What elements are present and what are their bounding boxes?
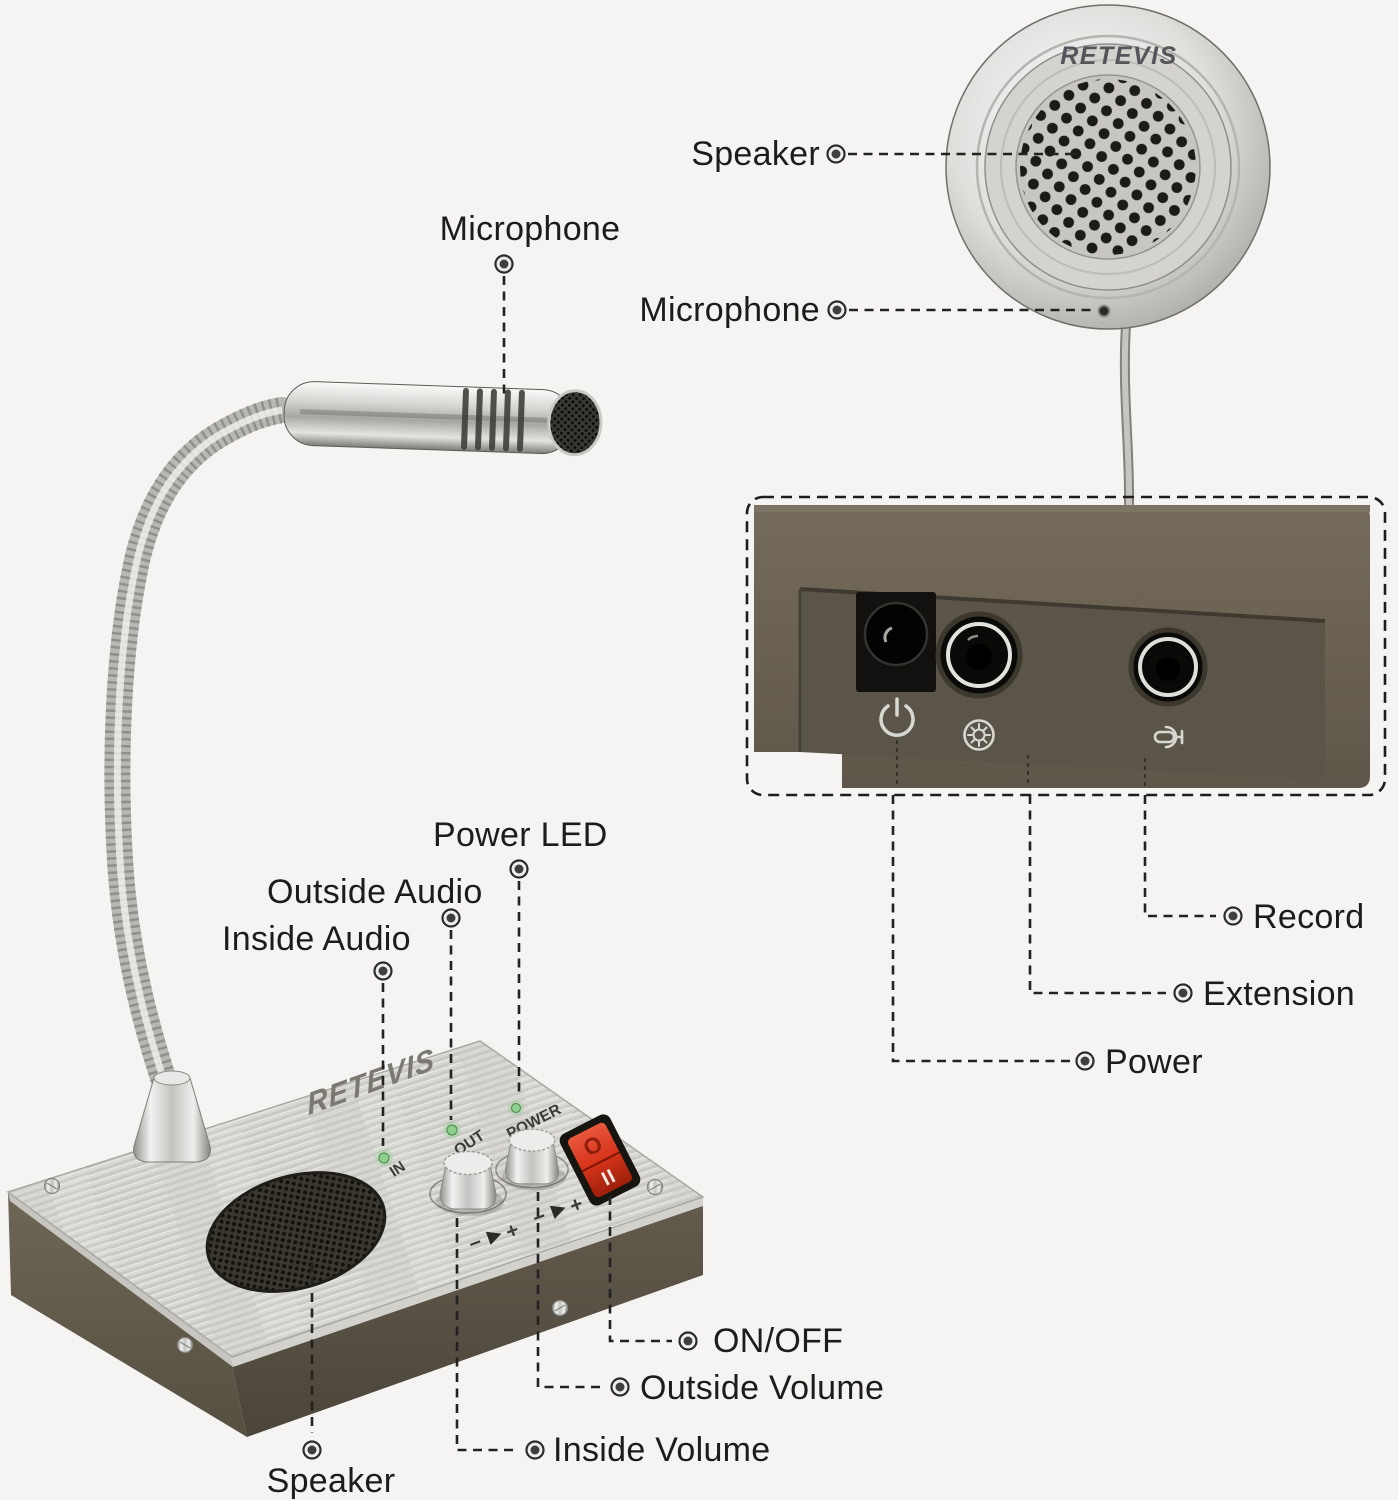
callout-record: Record xyxy=(1253,898,1364,936)
speaker-perforations xyxy=(1020,79,1196,255)
power-led xyxy=(508,1100,524,1116)
extension-icon xyxy=(963,719,995,751)
power-icon xyxy=(879,697,915,737)
callout-outside-volume: Outside Volume xyxy=(640,1369,884,1407)
desk-unit-front-face xyxy=(230,1197,703,1437)
window-unit-illustration: RETEVIS xyxy=(945,4,1271,510)
callout-outside-audio: Outside Audio xyxy=(267,873,483,911)
microphone-icon xyxy=(1153,725,1184,749)
callout-inside-audio: Inside Audio xyxy=(222,920,411,958)
rear-panel-dashed-outline xyxy=(745,495,1387,797)
extension-jack xyxy=(935,611,1023,699)
out-led xyxy=(443,1121,461,1139)
record-jack xyxy=(1128,627,1208,707)
power-rocker-switch: O II xyxy=(559,1114,641,1206)
in-led xyxy=(375,1149,393,1167)
outside-volume-knob xyxy=(495,1128,569,1191)
callout-microphone-top: Microphone xyxy=(440,210,621,248)
dc-power-jack xyxy=(856,592,936,692)
gooseneck-microphone-head xyxy=(283,381,603,457)
window-mic-hole xyxy=(1097,304,1111,318)
rear-panel-illustration xyxy=(745,495,1387,797)
leader-dots xyxy=(302,144,1243,1460)
leader-lines xyxy=(310,152,1216,1452)
callout-power: Power xyxy=(1105,1043,1203,1081)
inside-volume-knob xyxy=(429,1150,507,1216)
panel-screws xyxy=(43,1177,664,1354)
desk-unit-illustration: RETEVIS IN OUT POWER xyxy=(6,381,705,1437)
callout-speaker-bottom: Speaker xyxy=(267,1462,396,1500)
window-unit-brand-logo: RETEVIS xyxy=(1060,42,1177,70)
microphone-capsule xyxy=(547,389,603,457)
callout-speaker-right: Speaker xyxy=(691,135,820,173)
callout-on-off: ON/OFF xyxy=(713,1322,843,1360)
callout-inside-volume: Inside Volume xyxy=(553,1431,770,1469)
desk-unit-left-face xyxy=(8,1192,247,1437)
callout-power-led: Power LED xyxy=(433,816,608,854)
callout-extension: Extension xyxy=(1203,975,1355,1013)
callout-microphone-right: Microphone xyxy=(639,291,820,329)
gooseneck xyxy=(104,397,295,1163)
